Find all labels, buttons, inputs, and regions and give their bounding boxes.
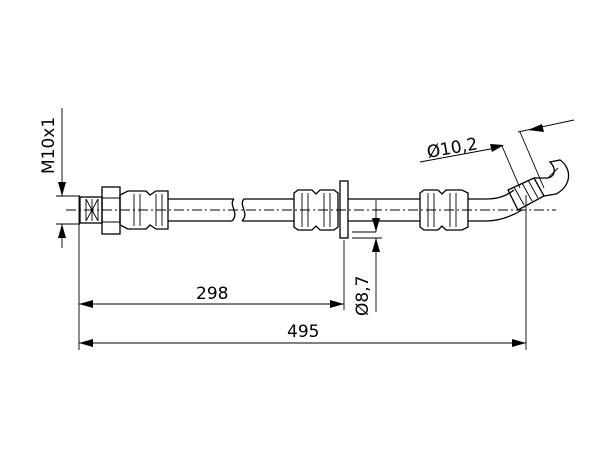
curved-end-fitting: [468, 159, 570, 222]
dimension-total-length: 495: [79, 322, 526, 347]
total-length-label: 495: [287, 322, 319, 342]
bracket-diameter-label: Ø8,7: [353, 276, 373, 316]
thread-label: M10x1: [39, 117, 59, 174]
hose-segment-left: [168, 198, 294, 222]
dimension-thread: M10x1: [39, 108, 66, 248]
dimension-partial-length: 298: [79, 284, 344, 308]
mounting-bracket: [339, 180, 420, 239]
threaded-end-fitting: [79, 186, 169, 235]
partial-length-label: 298: [196, 284, 228, 304]
dimension-hose-diameter: Ø10,2: [419, 119, 575, 189]
extension-lines: [56, 195, 527, 350]
hose-diameter-label: Ø10,2: [425, 134, 479, 163]
dimension-bracket-diameter: Ø8,7: [353, 200, 380, 316]
